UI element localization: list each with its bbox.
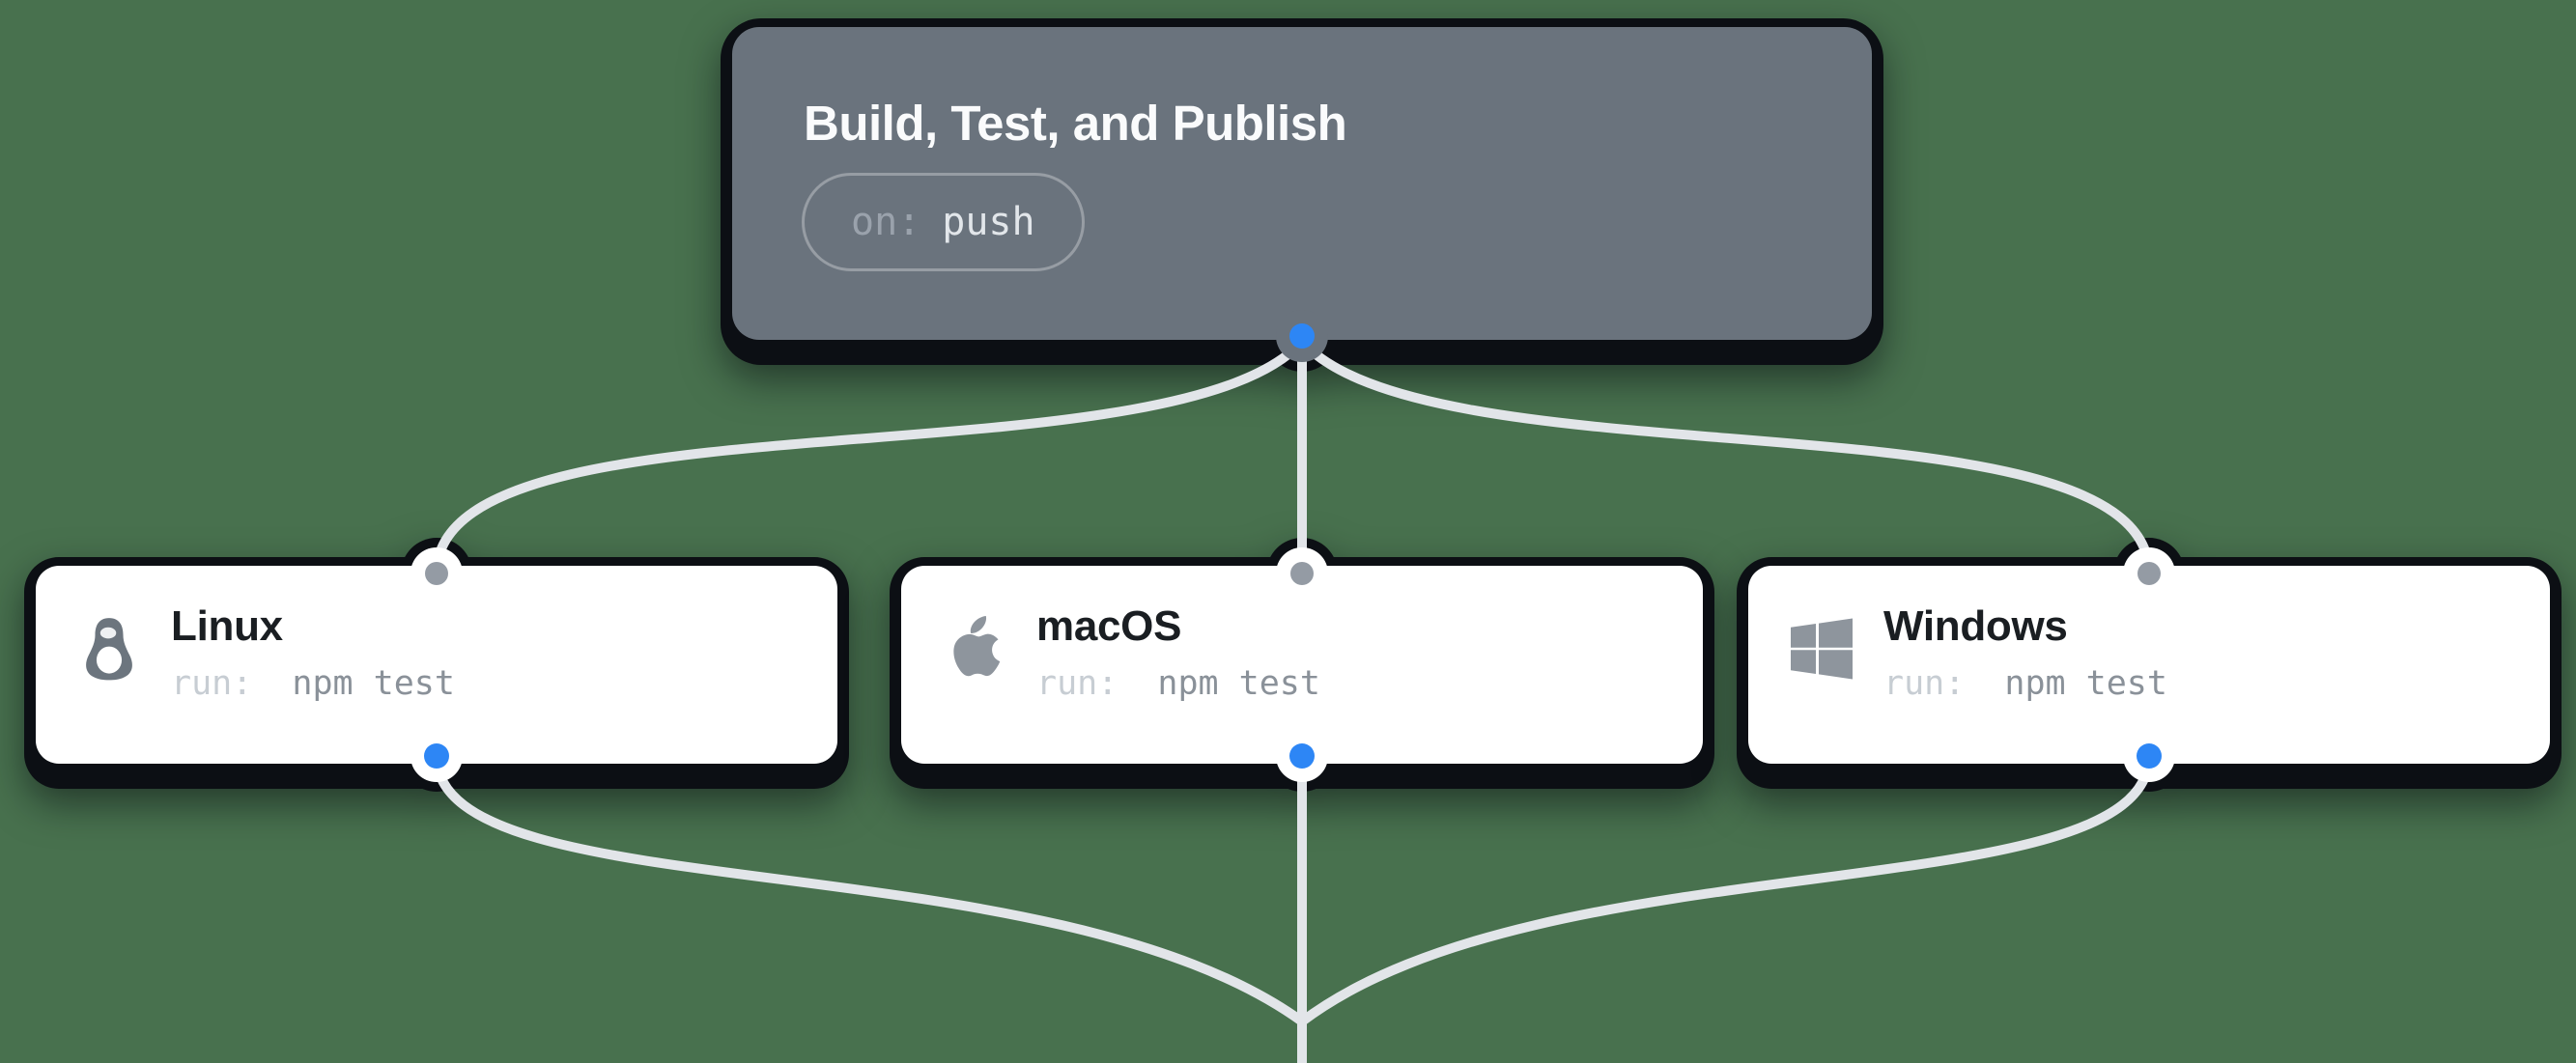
output-dot-blue: [424, 743, 449, 769]
trigger-node[interactable]: Build, Test, and Publish on: push: [732, 27, 1872, 362]
input-dot-gray: [2137, 562, 2161, 585]
badge-key: on:: [851, 200, 921, 244]
run-label: run:: [171, 664, 253, 703]
linux-tux-icon: [78, 614, 140, 684]
run-command: npm test: [292, 664, 455, 703]
run-command: npm test: [1157, 664, 1320, 703]
edge-windows-down: [1297, 751, 2154, 1026]
job-node-linux[interactable]: Linux run: npm test: [36, 547, 837, 782]
edge-linux-down: [432, 751, 1307, 1026]
job-node-windows[interactable]: Windows run: npm test: [1748, 547, 2550, 782]
trigger-event-badge: on: push: [802, 173, 1085, 271]
output-dot-blue: [1289, 323, 1315, 349]
run-command: npm test: [2004, 664, 2167, 703]
windows-icon: [1791, 614, 1853, 684]
output-dot-blue: [2137, 743, 2162, 769]
input-dot-gray: [425, 562, 448, 585]
trigger-title: Build, Test, and Publish: [804, 96, 1347, 151]
run-label: run:: [1036, 664, 1118, 703]
edge-trigger-to-linux: [432, 337, 1307, 578]
job-run-line: run: npm test: [1036, 667, 1320, 701]
input-dot-gray: [1290, 562, 1314, 585]
job-title: Linux: [171, 602, 283, 650]
job-title: Windows: [1883, 602, 2068, 650]
job-node-macos[interactable]: macOS run: npm test: [901, 547, 1703, 782]
job-title: macOS: [1036, 602, 1182, 650]
job-run-line: run: npm test: [1883, 667, 2167, 701]
output-dot-blue: [1289, 743, 1315, 769]
run-label: run:: [1883, 664, 1966, 703]
apple-icon: [944, 614, 1005, 684]
badge-value: push: [942, 200, 1035, 244]
job-run-line: run: npm test: [171, 667, 455, 701]
edge-trigger-to-windows: [1297, 337, 2154, 578]
